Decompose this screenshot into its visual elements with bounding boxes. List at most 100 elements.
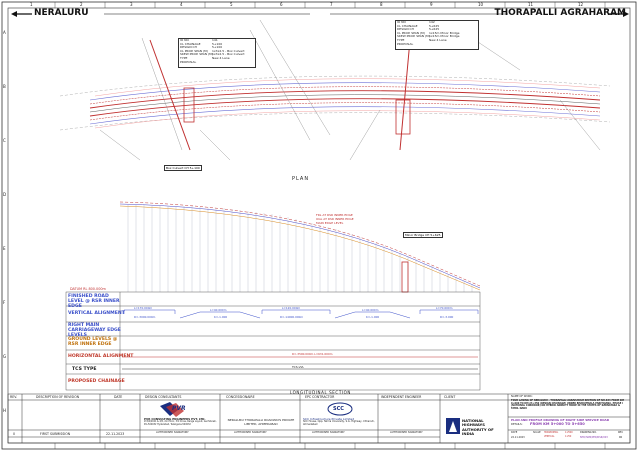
info-value: 5+625 (429, 27, 440, 32)
info-key: PROPOSAL (397, 41, 414, 46)
right-direction-arrow (330, 11, 629, 17)
grid-row-label: B (3, 84, 6, 89)
profile-bridge-marker (401, 261, 409, 293)
title-block-grid (7, 393, 631, 444)
grid-row-label: A (3, 30, 6, 35)
work-name-label: NAME OF WORK: (511, 395, 533, 398)
epc-signatory: AUTHORISED SIGNATORY (312, 431, 345, 434)
vc-length: L=120.000m (282, 306, 301, 310)
vc-length: L=70.000m (436, 306, 453, 310)
info-key: CL PROP. SPAN (M) (180, 48, 208, 53)
info-value: 1x3x2.5 - Box Culvert (212, 52, 245, 57)
band-right-main-cw-edge: RIGHT MAIN CARRIAGEWAY EDGE LEVELS (68, 323, 121, 338)
band-proposed-chainage: PROPOSED CHAINAGE (68, 379, 125, 384)
engineer-signatory: AUTHORISED SIGNATORY (390, 431, 423, 434)
info-value: 5+100 (212, 41, 223, 46)
scc-logo-text: SCC (333, 406, 344, 412)
col-concessionaire: CONCESSIONAIRE (226, 395, 255, 399)
grid-row-label: D (3, 192, 7, 197)
profile-legend: FRL AT RSR INNER EDGE OGL AT RSR INNER E… (316, 213, 354, 225)
grid-row-label: E (3, 246, 6, 251)
box-culvert-marker (183, 87, 195, 123)
drawing-subtitle: FROM KM 5+000 TO 5+650 (530, 422, 585, 426)
left-direction-arrow (11, 11, 310, 17)
concessionaire-signatory: AUTHORISED SIGNATORY (234, 431, 267, 434)
info-value: 1x15m Minor Bridge (429, 30, 460, 35)
scale-ratio: 1:2500 1:250 (565, 431, 573, 438)
tcs-value: TCS-VIA (292, 365, 304, 369)
end-place-label: THORAPALLI AGRAHARAM (494, 8, 626, 18)
info-value: 141 (212, 38, 218, 42)
grid-ticks (54, 2, 606, 449)
grid-column-label: 7 (330, 2, 333, 7)
pvr-logo (160, 402, 184, 417)
info-value: 1x15m Minor Bridge (429, 34, 460, 39)
work-name: FOUR LANING OF NERALURU - THORAPALLI AGR… (511, 399, 624, 411)
start-place-label: NERALURU (34, 8, 89, 18)
date-label: DATE (511, 431, 518, 434)
rev-number: 0 (13, 432, 16, 436)
info-key: CL PROP. SPAN (M) (397, 30, 425, 35)
nhai-logo (446, 418, 460, 434)
plan-cross-roads (99, 19, 601, 161)
info-value: New 4 Lane (429, 37, 447, 42)
vc-radius: R=-14000.000m (280, 315, 304, 319)
band-vertical-alignment: VERTICAL ALIGNMENT (68, 311, 125, 316)
rev-date: 22.11.2023 (106, 432, 125, 436)
grid-column-label: 5 (230, 2, 233, 7)
grid-column-label: 6 (280, 2, 283, 7)
grid-column-label: 3 (130, 2, 133, 7)
grid-row-label: G (3, 354, 7, 359)
col-design-consultants: DESIGN CONSULTANTS (145, 395, 182, 399)
date-value: 22.11.2023 (511, 436, 525, 439)
profile-data-table (65, 291, 481, 391)
grid-column-label: 12 (578, 2, 584, 7)
vertical-alignment-curves (123, 309, 479, 319)
box-culvert-info-box: IO NO CL CHAINAGE DESIGN CH CL PROP. SPA… (178, 38, 256, 68)
grid-column-label: 2 (80, 2, 83, 7)
grid-column-label: 4 (180, 2, 183, 7)
grid-column-label: 10 (478, 2, 484, 7)
band-ground-levels: GROUND LEVELS @ RSR INNER EDGE (68, 337, 118, 347)
plan-label: PLAN (292, 176, 310, 182)
profile-ordinates (127, 205, 473, 292)
concessionaire-name: NERALURU THORAPALLI ROADWAYS PRIVATE LIM… (227, 418, 295, 426)
legend-frl: FRL AT RSR INNER EDGE (316, 213, 353, 217)
longitudinal-section-label: LONGITUDINAL SECTION (290, 390, 351, 395)
col-description: DESCRIPTION OF REVISION (36, 395, 80, 399)
drawing-no-label: DRAWING NO. (580, 431, 597, 434)
drawing-title: PLAN AND PROFILE DRAWING OF RIGHT SIDE S… (511, 418, 610, 422)
info-value: 142 (429, 20, 435, 24)
col-client: CLIENT (444, 395, 456, 399)
consultant-signatory: AUTHORISED SIGNATORY (156, 431, 189, 434)
rev-label: REV. (618, 431, 624, 434)
info-key: CL CHAINAGE (180, 41, 201, 46)
info-value: 5+100 (212, 45, 223, 50)
pvr-logo-text: PVR (172, 405, 186, 412)
vc-length: L=40.000m (362, 308, 379, 312)
col-independent-engineer: INDEPENDENT ENGINEER (381, 395, 422, 399)
info-key: SKEW PROP. SPAN (M) (180, 52, 213, 57)
col-epc-contractor: EPC CONTRACTOR (305, 395, 335, 399)
info-key: DESIGN CH (180, 45, 197, 50)
info-value: 5+625 (429, 23, 440, 28)
band-horizontal-alignment: HORIZONTAL ALIGNMENT (68, 354, 134, 359)
epc-address: SCC House, Opp. Nirma University, S.G. H… (303, 420, 375, 426)
grid-row-label: F (3, 300, 6, 305)
minor-bridge-label: Minor Bridge CH 5+625 (403, 232, 443, 238)
grid-column-label: 1 (30, 2, 33, 7)
info-value: New 4 Lane (212, 55, 230, 60)
profile-graph (119, 201, 481, 291)
detail-label: DETAILS: (511, 423, 523, 426)
vc-radius: R=-3.000 (440, 315, 454, 319)
datum-label: DATUM RL 800.000m (70, 287, 106, 291)
scc-logo (327, 402, 353, 416)
horizontal-alignment-value: R=-3500.000m L=631.000m (292, 352, 333, 356)
vc-radius: K=-1.000 (366, 315, 380, 319)
epc-name: SCC Infrastructure Private Limited (303, 417, 355, 421)
vc-radius: R=-3000.000m (134, 315, 156, 319)
consultant-address: # 8/4/2021 & 4/5, 2nd floor, 3rd Cross, … (144, 420, 217, 426)
info-key: TYPE (397, 37, 405, 42)
grid-column-label: 11 (528, 2, 534, 7)
